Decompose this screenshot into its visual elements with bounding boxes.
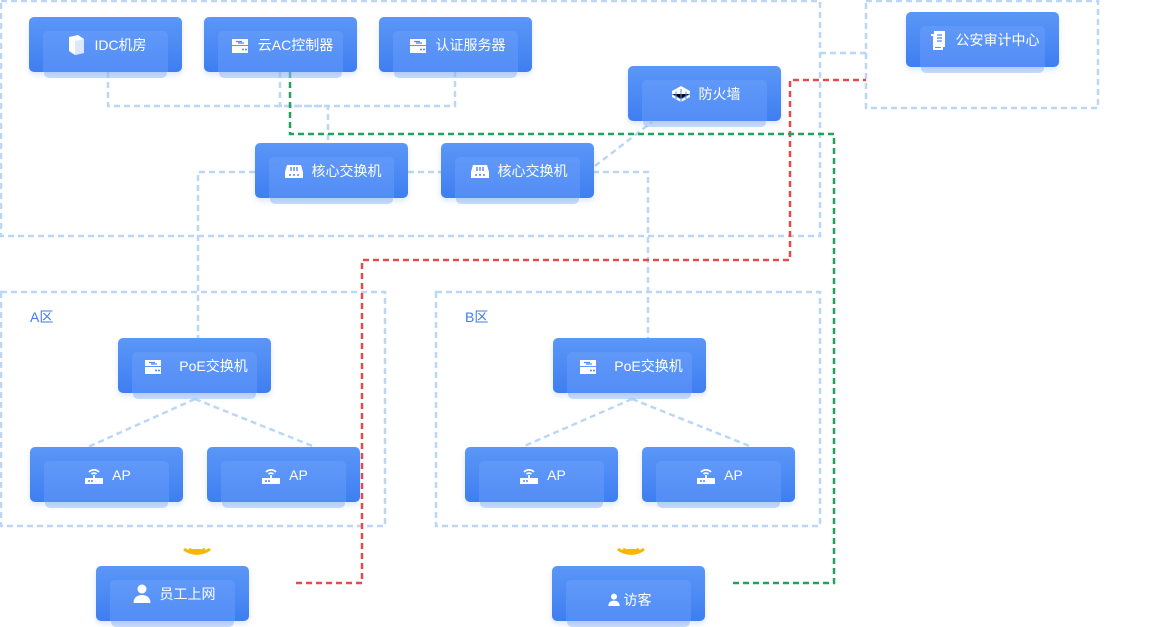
- node-label: AP: [112, 466, 131, 483]
- guest-node[interactable]: 访客: [552, 566, 705, 627]
- ap-node-a1[interactable]: AP: [30, 447, 183, 508]
- ap-icon: [694, 463, 718, 487]
- switch-device-icon: [228, 33, 252, 57]
- link-cloudac-core: [278, 72, 330, 144]
- link-core-firewall: [594, 121, 653, 167]
- link-poe-a-ap1: [87, 397, 196, 449]
- poe-switch-node-b[interactable]: PoE交换机: [553, 338, 706, 399]
- ap-node-a2[interactable]: AP: [207, 447, 360, 508]
- datacenter-zone-border: [0, 0, 822, 238]
- node-label: AP: [724, 466, 743, 483]
- link-poe-b-ap2: [631, 397, 753, 449]
- user-icon: [130, 582, 154, 606]
- node-label: IDC机房: [94, 36, 147, 53]
- guest-traffic-path: [288, 72, 836, 585]
- core-switch-icon: [282, 159, 306, 183]
- ap-icon: [517, 463, 541, 487]
- auth-server-node[interactable]: 认证服务器: [379, 17, 532, 78]
- ap-icon: [259, 463, 283, 487]
- link-core-poe-b: [593, 170, 650, 338]
- switch-device-icon: [406, 33, 430, 57]
- ap-icon: [82, 463, 106, 487]
- node-label: 员工上网: [159, 585, 216, 602]
- firewall-icon: [669, 82, 693, 106]
- wifi-signal-icon: [617, 547, 645, 555]
- switch-device-icon: [576, 354, 600, 378]
- poe-switch-node-a[interactable]: PoE交换机: [118, 338, 271, 399]
- node-label: AP: [289, 466, 308, 483]
- document-icon: [926, 28, 950, 52]
- wifi-signal-icon: [183, 547, 211, 555]
- firewall-node[interactable]: 防火墙: [628, 66, 781, 127]
- node-label: PoE交换机: [614, 357, 683, 374]
- node-label: 公安审计中心: [955, 31, 1040, 48]
- staff-traffic-path: [296, 78, 866, 585]
- link-core-poe-a: [196, 170, 255, 338]
- zone-a-label: A区: [30, 309, 54, 325]
- core-switch-icon: [468, 159, 492, 183]
- ap-node-b2[interactable]: AP: [642, 447, 795, 508]
- ap-node-b1[interactable]: AP: [465, 447, 618, 508]
- security-zone-border: [864, 0, 1100, 110]
- zone-a-border: [0, 290, 387, 528]
- link-poe-b-ap1: [521, 397, 633, 449]
- node-label: 防火墙: [698, 85, 741, 102]
- node-label: 认证服务器: [435, 36, 506, 53]
- switch-device-icon: [141, 354, 165, 378]
- node-label: PoE交换机: [179, 357, 248, 374]
- staff-node[interactable]: 员工上网: [96, 566, 249, 627]
- zone-b-border: [434, 290, 822, 528]
- idc-node[interactable]: IDC机房: [29, 17, 182, 78]
- node-label: 核心交换机: [311, 162, 382, 179]
- core-switch-node-2[interactable]: 核心交换机: [441, 143, 594, 204]
- node-label: 云AC控制器: [257, 36, 334, 53]
- link-poe-a-ap2: [194, 397, 316, 449]
- zone-b-label: B区: [465, 309, 489, 325]
- cloud-ac-node[interactable]: 云AC控制器: [204, 17, 357, 78]
- node-label: 访客: [623, 591, 652, 608]
- server-box-icon: [64, 33, 88, 57]
- node-label: AP: [547, 466, 566, 483]
- user-icon: [606, 592, 622, 608]
- security-audit-node[interactable]: 公安审计中心: [906, 12, 1059, 73]
- node-label: 核心交换机: [497, 162, 568, 179]
- core-switch-node-1[interactable]: 核心交换机: [255, 143, 408, 204]
